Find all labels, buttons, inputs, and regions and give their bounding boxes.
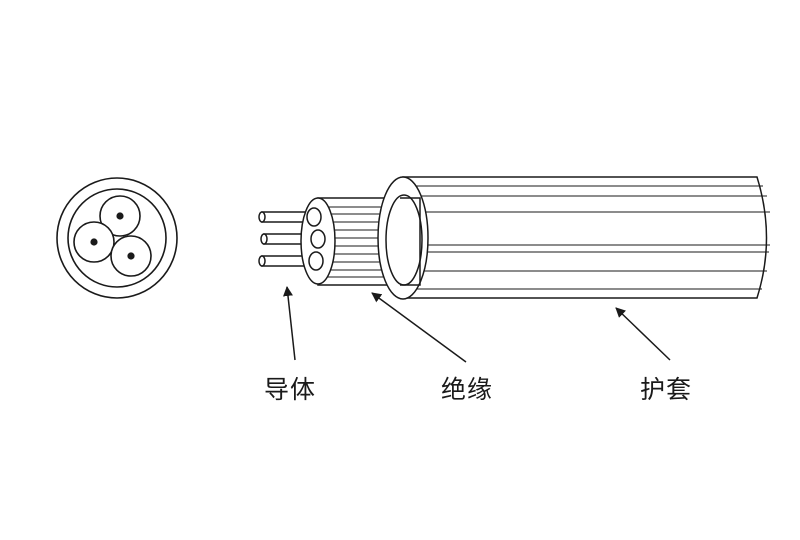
sheath-arrow [615, 307, 671, 361]
conductor-wire-middle-end [260, 233, 268, 245]
conductor-label: 导体 [264, 375, 317, 404]
conductor-wire-bottom-end [258, 255, 266, 267]
sheath-layer [377, 176, 770, 300]
cross-section [56, 177, 178, 299]
insulation-inner-ring-middle [310, 229, 326, 249]
insulation-arrow [371, 292, 467, 363]
sheath-label: 护套 [640, 375, 693, 404]
sheath-inner-opening [385, 194, 423, 286]
cable-side-view [258, 176, 770, 300]
insulation-into-sheath [400, 197, 421, 286]
sheath-body [402, 176, 768, 299]
cross-section-conductor-top [116, 212, 124, 220]
cross-section-conductor-left [90, 238, 98, 246]
sheath-stripes [403, 185, 770, 290]
insulation-inner-ring-top [306, 207, 322, 227]
cross-section-conductor-right [127, 252, 135, 260]
leader-arrows [283, 286, 671, 363]
conductor-wire-top-end [258, 211, 266, 223]
insulation-label: 绝缘 [441, 375, 494, 404]
insulation-inner-ring-bottom [308, 251, 324, 271]
conductor-arrow [283, 286, 296, 361]
